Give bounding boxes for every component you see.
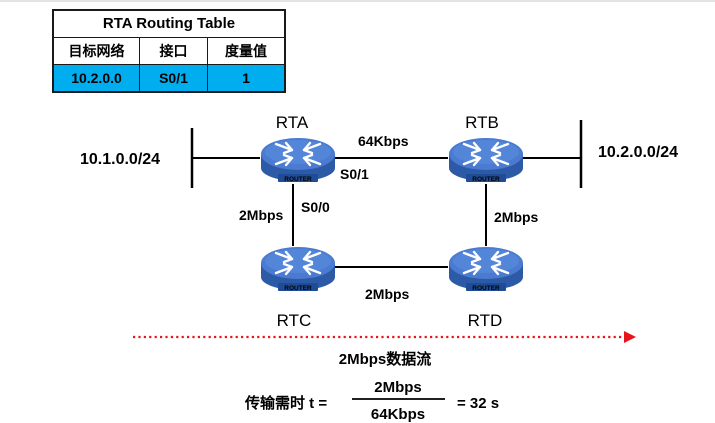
data-flow-arrowhead: [624, 331, 636, 343]
label-network-right: 10.2.0.0/24: [598, 144, 678, 161]
label-network-left: 10.1.0.0/24: [80, 151, 160, 168]
label-interface-s01: S0/1: [340, 166, 369, 182]
label-interface-s00: S0/0: [301, 199, 330, 215]
label-link-rta-rtb: 64Kbps: [358, 133, 409, 149]
header-interface: 接口: [140, 38, 208, 64]
router-icon-rtc: ROUTER: [259, 245, 337, 293]
label-link-rtb-rtd: 2Mbps: [494, 209, 539, 225]
top-divider: [0, 0, 715, 2]
svg-text:ROUTER: ROUTER: [284, 176, 312, 183]
svg-text:ROUTER: ROUTER: [472, 176, 500, 183]
routing-table-header-row: 目标网络 接口 度量值: [54, 38, 284, 65]
label-rtb: RTB: [465, 113, 499, 132]
formula-denominator: 64Kbps: [371, 406, 425, 423]
router-icon-rtd: ROUTER: [447, 245, 525, 293]
label-link-rta-rtc: 2Mbps: [239, 207, 284, 223]
label-link-rtc-rtd: 2Mbps: [365, 286, 410, 302]
label-rtc: RTC: [277, 311, 312, 330]
routing-table: RTA Routing Table 目标网络 接口 度量值 10.2.0.0 S…: [52, 9, 286, 93]
router-icon-rta: ROUTER: [259, 136, 337, 184]
cell-metric: 1: [242, 70, 250, 86]
router-icon-rtb: ROUTER: [447, 136, 525, 184]
routing-table-row: 10.2.0.0 S0/1 1: [54, 65, 284, 91]
cell-interface: S0/1: [140, 65, 208, 91]
formula-prefix: 传输需时 t =: [244, 394, 327, 412]
formula-result: = 32 s: [457, 395, 499, 412]
data-flow-label: 2Mbps数据流: [339, 350, 432, 368]
formula-numerator: 2Mbps: [374, 379, 422, 396]
label-rta: RTA: [276, 113, 309, 132]
header-destination: 目标网络: [54, 38, 140, 64]
header-metric: 度量值: [225, 43, 267, 59]
routing-table-title: RTA Routing Table: [54, 11, 284, 38]
label-rtd: RTD: [468, 311, 503, 330]
cell-destination: 10.2.0.0: [54, 65, 140, 91]
svg-text:ROUTER: ROUTER: [472, 285, 500, 292]
svg-text:ROUTER: ROUTER: [284, 285, 312, 292]
